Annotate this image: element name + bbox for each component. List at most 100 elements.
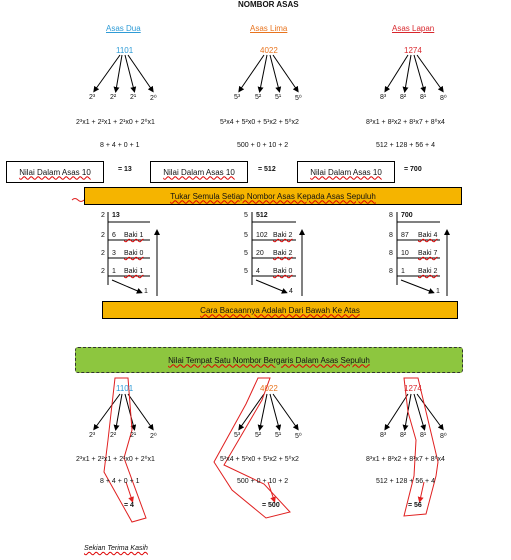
div-remainder: Baki 0 — [124, 250, 144, 257]
power-8-1-bottom: 8¹ — [420, 432, 427, 439]
banner-convert: Tukar Semula Setiap Nombor Asas Kepada A… — [84, 187, 462, 205]
div-remainder: Baki 0 — [273, 268, 293, 275]
column-title-base2: Asas Dua — [106, 24, 141, 33]
power-8-3-bottom: 8³ — [380, 432, 387, 439]
div-remainder: Baki 1 — [124, 232, 144, 239]
power-2-3: 2³ — [89, 94, 96, 101]
power-2-3-bottom: 2³ — [89, 432, 96, 439]
highlight-base8 — [403, 377, 439, 517]
power-8-0: 8⁰ — [440, 95, 447, 102]
div-divisor: 2 — [101, 250, 105, 257]
power-5-0-bottom: 5⁰ — [295, 433, 302, 440]
number-base5: 4022 — [260, 46, 278, 55]
banner-place-text: Nilai Tempat Satu Nombor Bergaris Dalam … — [168, 355, 370, 365]
power-8-2: 8² — [400, 94, 407, 101]
div-divisor: 2 — [101, 212, 105, 219]
footer-text: Sekian Terima Kasih — [84, 545, 148, 552]
value-box-label: Nilai Dalam Asas 10 — [163, 167, 235, 177]
expansion-base8-bottom: 8³x1 + 8²x2 + 8¹x7 + 8⁰x4 — [366, 456, 445, 463]
div-divisor: 2 — [101, 268, 105, 275]
banner-read: Cara Bacaannya Adalah Dari Bawah Ke Atas — [102, 301, 458, 319]
value-box-base5: Nilai Dalam Asas 10 — [150, 161, 248, 183]
highlight-arrows — [125, 481, 425, 503]
div-remainder: Baki 1 — [124, 268, 144, 275]
div-final: 1 — [436, 288, 440, 295]
div-final: 1 — [144, 288, 148, 295]
div-dividend: 512 — [256, 212, 268, 219]
power-5-3-bottom: 5³ — [234, 432, 241, 439]
number-base8: 1274 — [404, 46, 422, 55]
number-base5-bottom: 4022 — [260, 384, 278, 393]
banner-convert-text: Tukar Semula Setiap Nombor Asas Kepada A… — [170, 191, 376, 201]
number-base8-bottom: 1274 — [404, 384, 422, 393]
value-box-label: Nilai Dalam Asas 10 — [19, 167, 91, 177]
div-divisor: 8 — [389, 250, 393, 257]
div-divisor: 5 — [244, 268, 248, 275]
division-bracket-base8 — [396, 212, 450, 296]
power-2-0-bottom: 2⁰ — [150, 433, 157, 440]
arrows-base8-top — [384, 54, 444, 93]
power-5-1: 5¹ — [275, 94, 282, 101]
column-title-base5: Asas Lima — [250, 24, 288, 33]
sum-base2: 8 + 4 + 0 + 1 — [100, 142, 140, 149]
wavy-mark — [71, 198, 85, 202]
column-title-base8: Asas Lapan — [392, 24, 435, 33]
banner-place: Nilai Tempat Satu Nombor Bergaris Dalam … — [75, 347, 463, 373]
arrows-base2-bottom — [93, 393, 154, 431]
power-2-1: 2¹ — [130, 94, 137, 101]
power-2-2: 2² — [110, 94, 117, 101]
highlight-base5 — [213, 377, 291, 519]
power-5-0: 5⁰ — [295, 95, 302, 102]
division-bracket-base5 — [251, 212, 305, 296]
sum-base5-bottom: 500 + 0 + 10 + 2 — [237, 478, 289, 485]
value-box-base8: Nilai Dalam Asas 10 — [297, 161, 395, 183]
place-result-base2: = 4 — [124, 502, 134, 509]
div-remainder: Baki 7 — [418, 250, 438, 257]
div-dividend: 20 — [256, 250, 264, 257]
div-dividend: 87 — [401, 232, 409, 239]
div-final: 4 — [289, 288, 293, 295]
div-dividend: 3 — [112, 250, 116, 257]
arrows-base5-top — [238, 54, 299, 93]
expansion-base5-bottom: 5³x4 + 5²x0 + 5¹x2 + 5⁰x2 — [220, 456, 299, 463]
page-title: NOMBOR ASAS — [238, 0, 299, 9]
div-divisor: 2 — [101, 232, 105, 239]
sum-base5: 500 + 0 + 10 + 2 — [237, 142, 289, 149]
sum-base8: 512 + 128 + 56 + 4 — [376, 142, 435, 149]
result-base5: = 512 — [258, 166, 276, 173]
div-dividend: 700 — [401, 212, 413, 219]
banner-read-text: Cara Bacaannya Adalah Dari Bawah Ke Atas — [200, 305, 360, 315]
power-8-1: 8¹ — [420, 94, 427, 101]
sum-base8-bottom: 512 + 128 + 56 + 4 — [376, 478, 435, 485]
power-2-0: 2⁰ — [150, 95, 157, 102]
value-box-base2: Nilai Dalam Asas 10 — [6, 161, 104, 183]
expansion-base2-bottom: 2³x1 + 2²x1 + 2¹x0 + 2⁰x1 — [76, 456, 155, 463]
div-dividend: 10 — [401, 250, 409, 257]
div-remainder: Baki 2 — [273, 250, 293, 257]
place-result-base8: = 56 — [408, 502, 422, 509]
value-box-label: Nilai Dalam Asas 10 — [310, 167, 382, 177]
div-remainder: Baki 4 — [418, 232, 438, 239]
power-5-1-bottom: 5¹ — [275, 432, 282, 439]
div-divisor: 5 — [244, 212, 248, 219]
arrows-base2-top — [93, 54, 154, 93]
arrows-base8-bottom — [384, 393, 444, 431]
division-bracket-base2 — [107, 212, 160, 296]
div-remainder: Baki 2 — [418, 268, 438, 275]
div-dividend: 1 — [401, 268, 405, 275]
power-8-2-bottom: 8² — [400, 432, 407, 439]
power-5-2: 5² — [255, 94, 262, 101]
div-divisor: 8 — [389, 212, 393, 219]
div-divisor: 8 — [389, 232, 393, 239]
power-5-2-bottom: 5² — [255, 432, 262, 439]
place-result-base5: = 500 — [262, 502, 280, 509]
power-8-0-bottom: 8⁰ — [440, 433, 447, 440]
div-dividend: 4 — [256, 268, 260, 275]
div-divisor: 5 — [244, 250, 248, 257]
power-5-3: 5³ — [234, 94, 241, 101]
power-2-2-bottom: 2² — [110, 432, 117, 439]
result-base8: = 700 — [404, 166, 422, 173]
div-divisor: 5 — [244, 232, 248, 239]
div-dividend: 102 — [256, 232, 268, 239]
